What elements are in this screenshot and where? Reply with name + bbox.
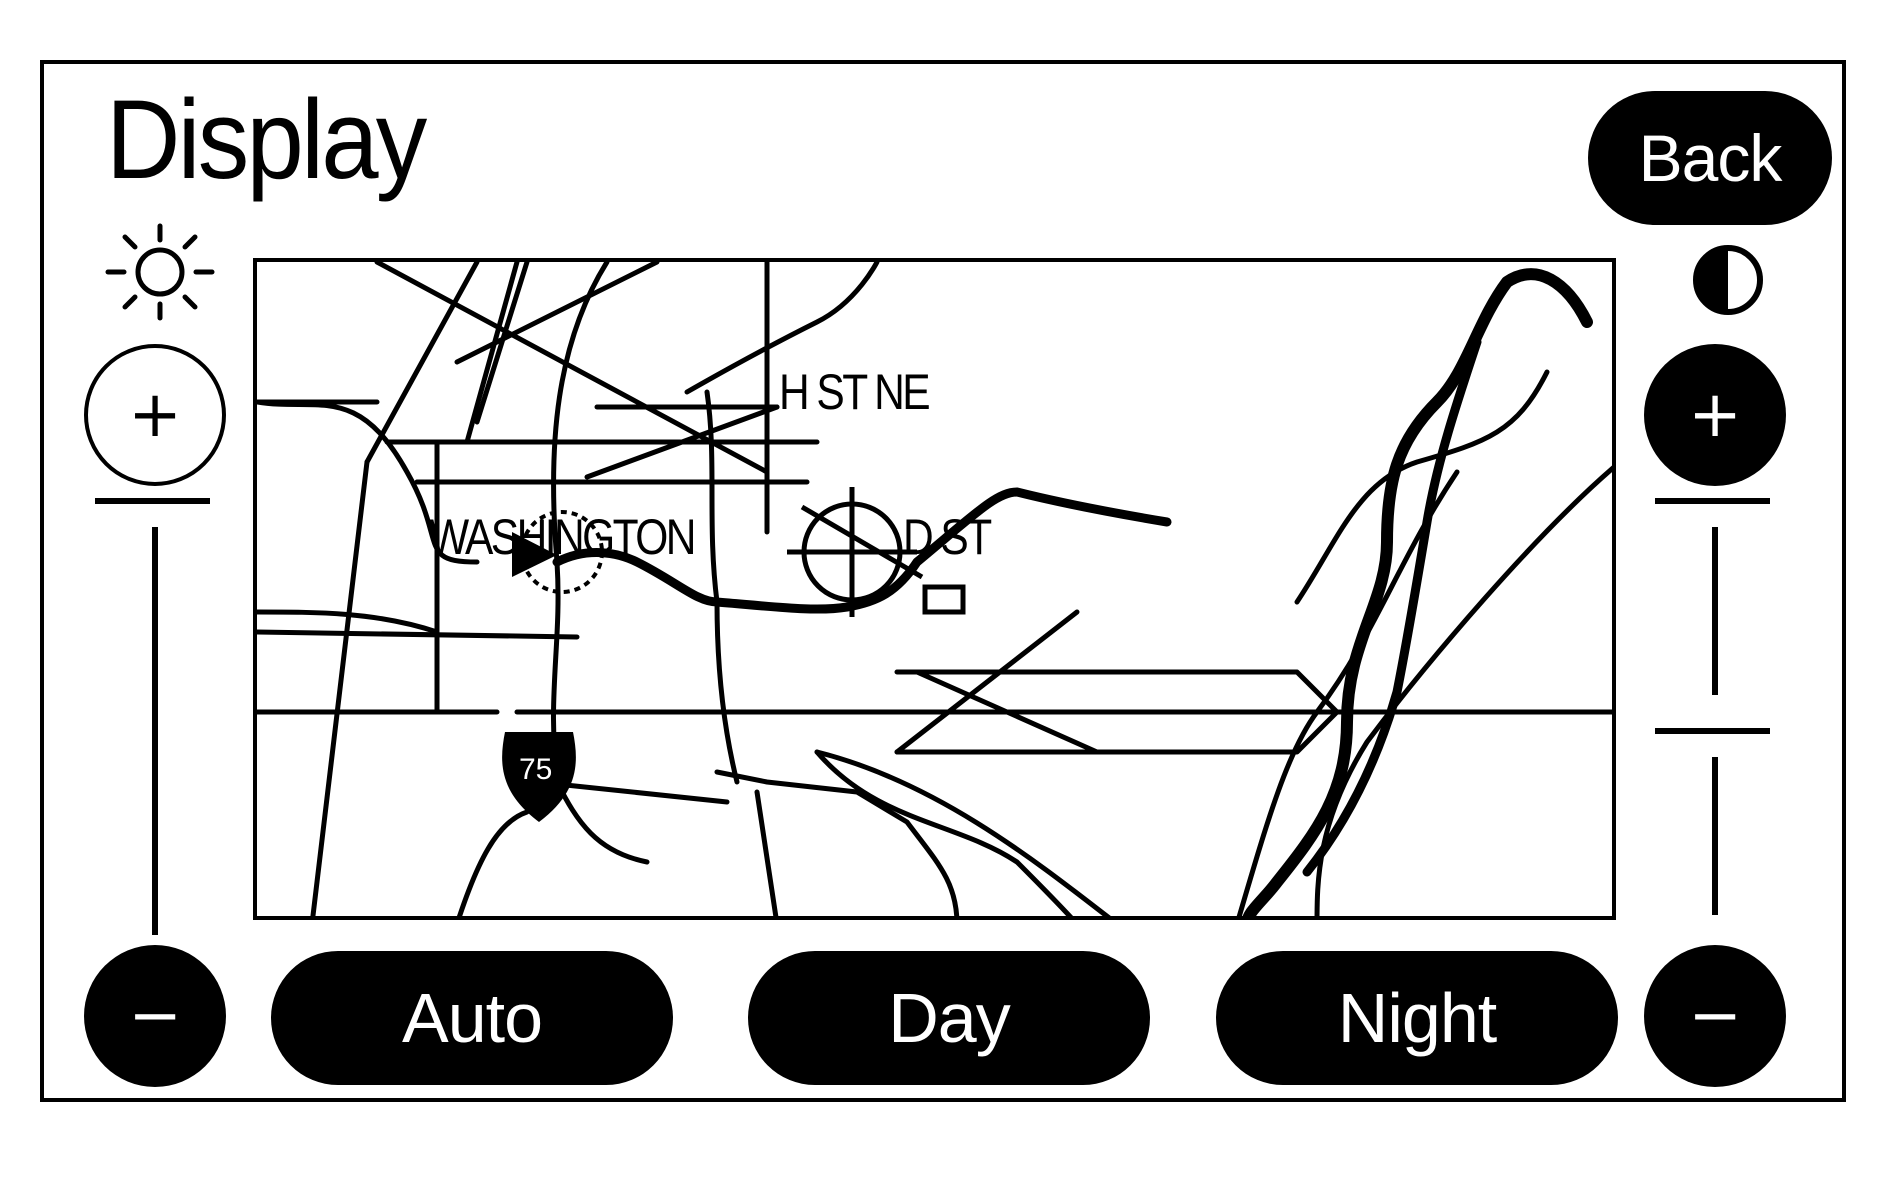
vehicle-icon	[512, 510, 604, 594]
city-label-washington: WASHINGTON	[429, 509, 696, 565]
auto-mode-button[interactable]: Auto	[271, 951, 673, 1085]
sun-icon	[105, 223, 215, 321]
map-preview: H ST NE D ST WASHINGTON 75	[253, 258, 1616, 920]
day-mode-button[interactable]: Day	[748, 951, 1150, 1085]
street-label-h-st-ne: H ST NE	[779, 364, 931, 420]
interstate-shield-icon	[502, 732, 576, 822]
contrast-increase-button[interactable]: +	[1644, 344, 1786, 486]
contrast-icon	[1693, 245, 1763, 315]
page-title: Display	[106, 77, 427, 202]
map-roads	[257, 262, 1612, 916]
display-screen-frame	[40, 60, 1846, 1102]
contrast-decrease-button[interactable]: −	[1644, 945, 1786, 1087]
back-button[interactable]: Back	[1588, 91, 1832, 225]
contrast-slider[interactable]	[1650, 495, 1780, 940]
brightness-decrease-button[interactable]: −	[84, 945, 226, 1087]
highway-shield-number: 75	[519, 753, 553, 786]
street-label-d-st: D ST	[903, 509, 992, 565]
brightness-slider[interactable]	[90, 495, 220, 940]
night-mode-button[interactable]: Night	[1216, 951, 1618, 1085]
brightness-increase-button[interactable]: +	[84, 344, 226, 486]
